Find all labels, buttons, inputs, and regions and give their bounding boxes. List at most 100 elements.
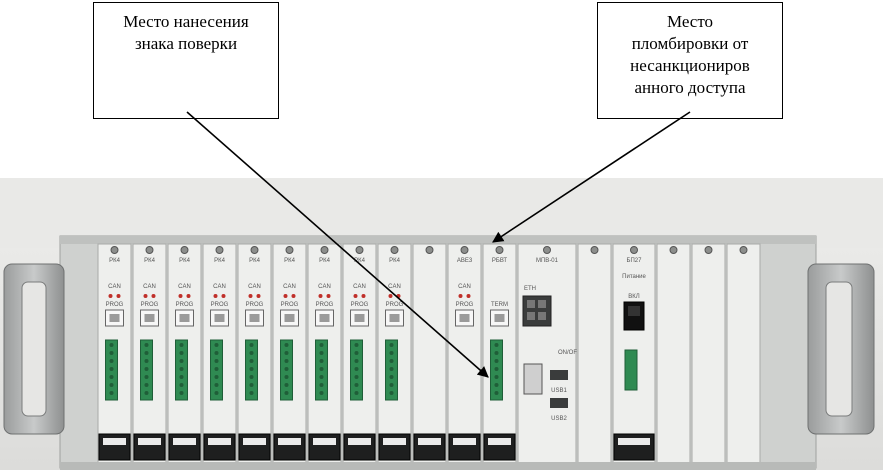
breaker-label-strip [453, 438, 476, 445]
module-title: РК4 [109, 258, 120, 264]
module-title: РК4 [214, 258, 225, 264]
can-label: CAN [318, 284, 331, 290]
prog-label: PROG [106, 302, 124, 308]
terminal-screw-icon [179, 391, 184, 395]
ethernet-socket-icon [527, 312, 535, 320]
terminal-screw-icon [319, 351, 324, 355]
screw-icon [390, 246, 399, 254]
terminal-screw-icon [249, 375, 254, 379]
terminal-screw-icon [144, 351, 149, 355]
terminal-screw-icon [389, 391, 394, 395]
terminal-screw-icon [179, 367, 184, 371]
module-title: АВЕ3 [457, 258, 473, 264]
terminal-screw-icon [389, 367, 394, 371]
screw-icon [704, 246, 713, 254]
terminal-screw-icon [214, 351, 219, 355]
terminal-screw-icon [144, 391, 149, 395]
module-panel [577, 243, 612, 465]
terminal-screw-icon [284, 375, 289, 379]
led-icon [458, 294, 463, 298]
terminal-screw-icon [354, 383, 359, 387]
led-icon [186, 294, 191, 298]
module-panel [726, 243, 761, 465]
terminal-screw-icon [179, 359, 184, 363]
breaker-icon [448, 433, 481, 461]
terminal-screw-icon [109, 391, 114, 395]
led-icon [213, 294, 218, 298]
terminal-screw-icon [144, 383, 149, 387]
usb-host-port-icon [550, 398, 568, 408]
terminal-block-icon [624, 349, 638, 391]
terminal-screw-icon [249, 343, 254, 347]
terminal-screw-icon [144, 359, 149, 363]
usb-host-port-icon [550, 370, 568, 380]
usb-port-inner [109, 314, 120, 322]
terminal-screw-icon [144, 375, 149, 379]
can-label: CAN [458, 284, 471, 290]
terminal-screw-icon [494, 351, 499, 355]
usb-port-inner [179, 314, 190, 322]
terminal-screw-icon [284, 383, 289, 387]
terminal-screw-icon [319, 383, 324, 387]
module-title: РК4 [249, 258, 260, 264]
terminal-screw-icon [214, 343, 219, 347]
breaker-icon [168, 433, 201, 461]
onoff-label: ON/OFF [558, 350, 581, 356]
module-title: РК4 [179, 258, 190, 264]
power-switch-rocker [628, 306, 640, 316]
screw-icon [630, 246, 638, 254]
breaker-icon [98, 433, 131, 461]
breaker-label-strip [348, 438, 371, 445]
screw-icon [590, 246, 599, 254]
terminal-screw-icon [389, 351, 394, 355]
terminal-screw-icon [284, 343, 289, 347]
usb-port-inner [319, 314, 330, 322]
led-icon [221, 294, 226, 298]
terminal-screw-icon [249, 359, 254, 363]
led-icon [108, 294, 113, 298]
prog-label: PROG [456, 302, 474, 308]
terminal-screw-icon [354, 375, 359, 379]
usb-port-inner [284, 314, 295, 322]
ethernet-socket-icon [527, 300, 535, 308]
breaker-label-strip [138, 438, 161, 445]
vkl-label: ВКЛ [628, 294, 639, 300]
module-blank-16 [691, 243, 726, 465]
module-blank-13 [577, 243, 612, 465]
callout-verification-mark: Место нанесения знака поверки [93, 2, 279, 119]
terminal-screw-icon [144, 367, 149, 371]
breaker-label-strip [208, 438, 231, 445]
breaker-icon [343, 433, 376, 461]
terminal-screw-icon [214, 383, 219, 387]
breaker-label-strip [488, 438, 511, 445]
terminal-screw-icon [284, 351, 289, 355]
screw-icon [145, 246, 154, 254]
terminal-screw-icon [494, 375, 499, 379]
usb-port-inner [214, 314, 225, 322]
led-icon [318, 294, 323, 298]
breaker-label-strip [103, 438, 126, 445]
right-handle [807, 263, 875, 435]
terminal-screw-icon [179, 351, 184, 355]
module-title: РК4 [144, 258, 155, 264]
led-icon [143, 294, 148, 298]
module-title: БП27 [627, 258, 643, 264]
breaker-label-strip [243, 438, 266, 445]
prog-label: PROG [246, 302, 264, 308]
breaker-icon [273, 433, 306, 461]
usb-port-inner [354, 314, 365, 322]
terminal-screw-icon [284, 367, 289, 371]
breaker-label-strip [173, 438, 196, 445]
screw-icon [285, 246, 294, 254]
led-icon [248, 294, 253, 298]
terminal-screw-icon [144, 343, 149, 347]
can-label: CAN [283, 284, 296, 290]
led-icon [326, 294, 331, 298]
power-label: Питание [622, 274, 646, 280]
prog-label: PROG [176, 302, 194, 308]
